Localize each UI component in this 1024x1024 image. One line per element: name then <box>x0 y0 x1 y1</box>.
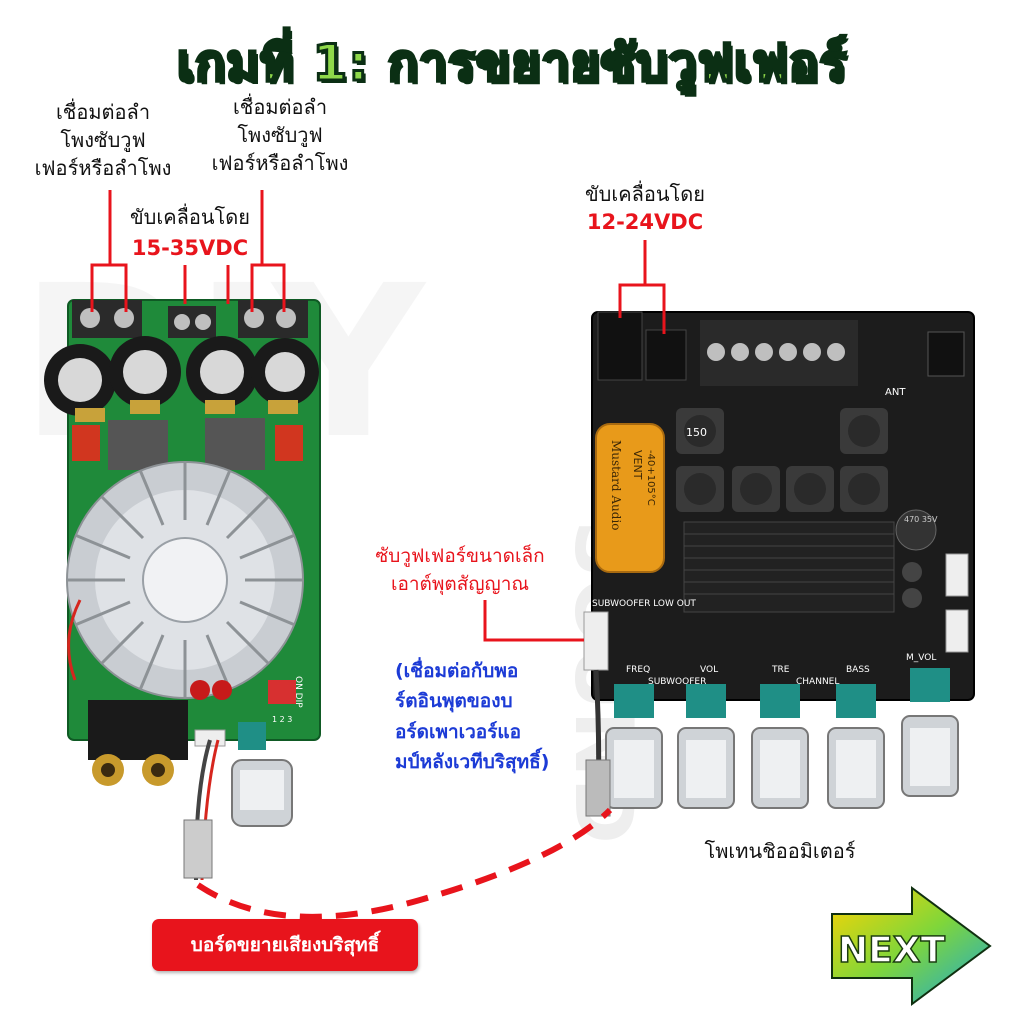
connect-note: (เชื่อมต่อกับพอ ร์ตอินพุตของบ อร์ดเพาเวอ… <box>395 656 595 778</box>
cap-text1: Mustard Audio <box>609 440 623 531</box>
sub-output-line2: เอาต์พุตสัญญาณ <box>390 572 530 595</box>
cap-small: 470 35V <box>904 515 938 524</box>
left-voltage: 15-35VDC <box>131 236 249 260</box>
silk-bass: BASS <box>846 665 870 675</box>
cap-text3: -40+105°C <box>645 450 656 506</box>
silk-subwoofer: SUBWOOFER <box>648 677 706 687</box>
right-knobs <box>605 715 959 809</box>
left-brackets <box>90 190 286 312</box>
middle-connect-line2: โพงซับวูฟ <box>237 123 323 147</box>
right-capacitor: Mustard Audio VENT -40+105°C <box>595 423 665 573</box>
middle-connect-line1: เชื่อมต่อลำ <box>232 95 328 119</box>
right-inductors: 150 <box>676 408 888 512</box>
right-amplifier-board: ANT Mustard Audio VENT -40+105°C 150 470… <box>583 311 975 817</box>
left-heatsink <box>66 461 304 699</box>
page-title: เกมที่ 1: การขยายซับวูฟเฟอร์ <box>175 33 848 94</box>
cap-text2: VENT <box>631 450 644 480</box>
left-connect-line1: เชื่อมต่อลำ <box>55 100 151 124</box>
sub-output-line1: ซับวูฟเฟอร์ขนาดเล็ก <box>375 545 545 567</box>
silk-sub-low-out: SUBWOOFER LOW OUT <box>592 599 696 609</box>
left-connect-label: เชื่อมต่อลำ โพงซับวูฟ เฟอร์หรือลำโพง <box>8 98 198 182</box>
left-connect-line3: เฟอร์หรือลำโพง <box>34 156 172 180</box>
dip-label: ON DIP <box>293 676 303 708</box>
connect-note-line3: อร์ดเพาเวอร์แอ <box>395 720 522 743</box>
left-connect-line2: โพงซับวูฟ <box>60 128 146 152</box>
dip-numbers: 1 2 3 <box>272 715 292 724</box>
middle-connect-label: เชื่อมต่อลำ โพงซับวูฟ เฟอร์หรือลำโพง <box>190 93 370 177</box>
pot-label: โพเทนชิออมิเตอร์ <box>704 839 856 863</box>
connect-note-line4: มป์หลังเวทีบริสุทธิ์) <box>395 751 550 774</box>
left-amplifier-board: ON DIP 1 2 3 <box>44 299 321 881</box>
right-brackets <box>483 240 666 642</box>
connect-note-line1: (เชื่อมต่อกับพอ <box>395 660 519 682</box>
silk-freq: FREQ <box>626 665 650 675</box>
middle-connect-line3: เฟอร์หรือลำโพง <box>211 151 349 175</box>
next-arrow[interactable]: NEXT <box>831 886 992 1006</box>
silk-tre: TRE <box>771 665 790 675</box>
next-label[interactable]: NEXT <box>837 929 946 972</box>
sub-output-label: ซับวูฟเฟอร์ขนาดเล็ก เอาต์พุตสัญญาณ <box>345 543 575 598</box>
silk-channel: CHANNEL <box>796 677 839 687</box>
left-powered-label: ขับเคลื่อนโดย <box>130 205 250 229</box>
left-capacitors <box>44 336 319 422</box>
silk-m-vol: M_VOL <box>906 653 936 663</box>
right-voltage: 12-24VDC <box>586 210 704 234</box>
inductor-label: 150 <box>686 426 707 439</box>
right-pot-bases <box>614 668 950 718</box>
silk-ant: ANT <box>885 387 906 398</box>
right-powered-label: ขับเคลื่อนโดย <box>585 182 705 206</box>
signal-dashed-path <box>196 807 613 920</box>
silk-vol: VOL <box>700 665 718 675</box>
connect-note-line2: ร์ตอินพุตของบ <box>395 690 513 713</box>
pure-board-label: บอร์ดขยายเสียงบริสุทธิ์ <box>152 919 418 971</box>
